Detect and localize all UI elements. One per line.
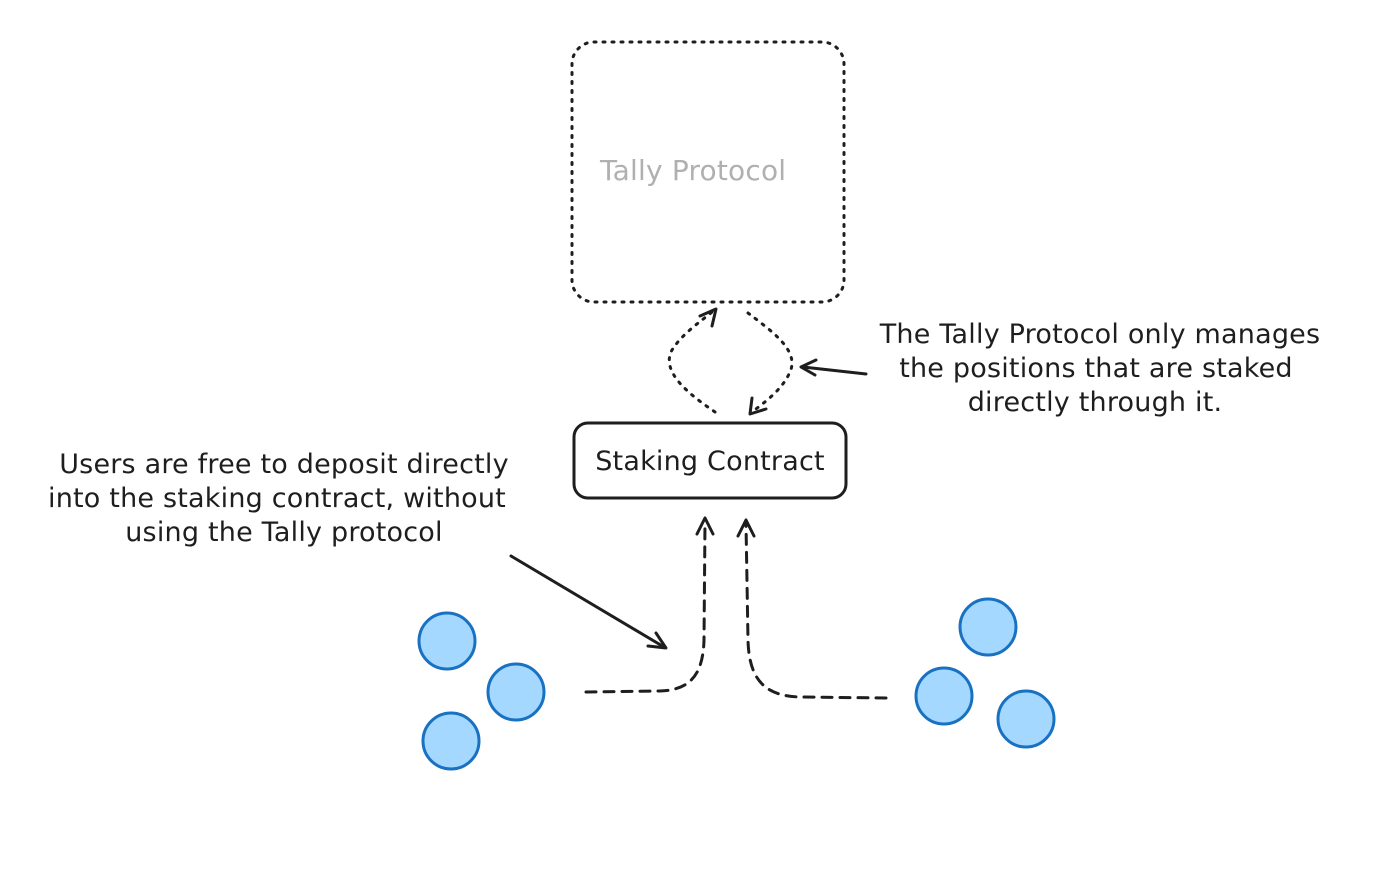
right-note-line-3: directly through it.: [968, 387, 1223, 418]
right-note-line-1: The Tally Protocol only manages: [879, 319, 1321, 350]
protocol-contract-loop: [667, 307, 794, 416]
right-deposit-path: [736, 518, 888, 700]
left-note-pointer-arrowhead: [646, 631, 668, 650]
right-note-pointer-arrowhead: [799, 358, 818, 377]
right-note-pointer: [799, 358, 868, 377]
loop-right-connector: [746, 311, 794, 414]
left-user-group: [417, 611, 546, 771]
left-note-pointer: [509, 554, 668, 650]
left-deposit-arrowhead: [695, 516, 715, 536]
user-coin: [486, 662, 546, 722]
right-note-line-2: the positions that are staked: [899, 353, 1293, 384]
user-coin: [914, 666, 974, 726]
right-annotation: The Tally Protocol only manages the posi…: [879, 319, 1321, 418]
right-user-group: [914, 597, 1056, 749]
user-coin: [417, 611, 477, 671]
left-note-pointer-line: [509, 554, 666, 649]
loop-right-arrowhead: [748, 396, 768, 416]
left-annotation: Users are free to deposit directly into …: [48, 449, 509, 548]
tally-protocol-label: Tally Protocol: [599, 154, 786, 187]
loop-left-connector: [667, 310, 717, 414]
right-deposit-connector: [744, 522, 888, 700]
user-coin: [958, 597, 1018, 657]
staking-contract-label: Staking Contract: [595, 446, 825, 477]
left-note-line-3: using the Tally protocol: [125, 517, 442, 548]
right-note-pointer-line: [801, 365, 868, 376]
right-deposit-arrowhead: [736, 518, 756, 538]
user-coin: [421, 711, 481, 771]
left-note-line-1: Users are free to deposit directly: [59, 449, 509, 480]
tally-protocol-box: [570, 40, 846, 304]
staking-contract-box: [572, 421, 848, 500]
loop-left-arrowhead: [698, 307, 718, 328]
tally-protocol-node[interactable]: Tally Protocol: [570, 40, 846, 304]
staking-contract-node[interactable]: Staking Contract: [572, 421, 848, 500]
left-note-line-2: into the staking contract, without: [48, 483, 506, 514]
left-deposit-connector: [584, 520, 707, 694]
left-deposit-path: [584, 516, 715, 694]
user-coin: [996, 689, 1056, 749]
